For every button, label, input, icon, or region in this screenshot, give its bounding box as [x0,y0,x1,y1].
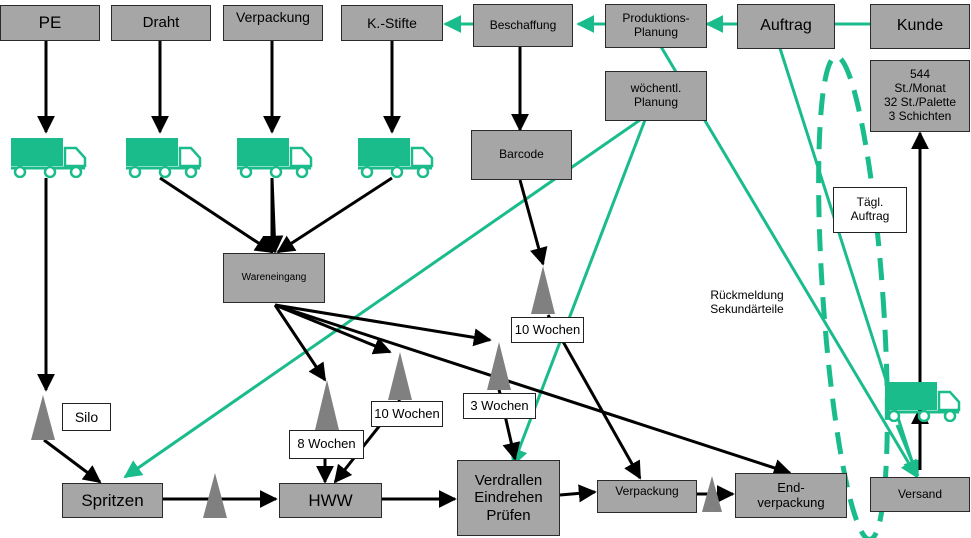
supplier-label: PE [38,13,62,33]
truck-icon [358,138,434,178]
supplier-pe[interactable]: PE [0,5,100,41]
endverpackung-box[interactable]: End- verpackung [735,473,847,518]
rueckmeldung-label: Rückmeldung Sekundärteile [700,288,794,317]
woechentl-planung-box[interactable]: wöchentl. Planung [605,71,707,121]
inventory-triangle-icon [31,395,55,440]
spritzen-label: Spritzen [81,490,144,510]
hww-label: HWW [308,490,353,510]
inventory-triangle-icon [487,342,511,390]
endverpackung-label: End- verpackung [757,479,825,510]
inventory-10-wochen-barcode-label: 10 Wochen [511,317,584,343]
supplier-label: K.-Stifte [367,14,417,31]
barcode-box[interactable]: Barcode [471,130,572,180]
truck-icon [885,382,961,422]
supplier-verpackung[interactable]: Verpackung [223,5,323,41]
beschaffung-box[interactable]: Beschaffung [473,4,573,47]
silo-label: Silo [62,403,111,431]
versand-box[interactable]: Versand [870,477,970,512]
verpackung-box[interactable]: Verpackung [597,480,697,513]
versand-label: Versand [897,486,943,501]
supplier-k-stifte[interactable]: K.-Stifte [341,5,443,41]
produktionsplanung-label: Produktions- Planung [622,11,690,39]
truck-icon [11,138,87,178]
supplier-label: Draht [142,14,180,32]
inventory-3-wochen-label: 3 Wochen [463,393,536,419]
truck-icon [126,138,202,178]
kunde-info-box: 544 St./Monat 32 St./Palette 3 Schichten [870,60,970,132]
inventory-8-wochen-label: 8 Wochen [289,430,364,459]
woechentl-planung-label: wöchentl. Planung [630,81,682,109]
beschaffung-label: Beschaffung [489,17,557,32]
inventory-triangle-icon [702,476,722,512]
supplier-draht[interactable]: Draht [111,5,211,41]
kunde-label: Kunde [896,17,944,35]
verdrallen-label: Verdrallen Eindrehen Prüfen [474,472,543,524]
auftrag-label: Auftrag [760,17,812,35]
wareneingang-label: Wareneingang [241,272,307,284]
auftrag-box[interactable]: Auftrag [737,4,835,49]
kunde-info-label: 544 St./Monat 32 St./Palette 3 Schichten [883,67,957,123]
inventory-triangle-icon [388,352,412,400]
verpackung-label: Verpackung [615,484,679,498]
verdrallen-box[interactable]: Verdrallen Eindrehen Prüfen [457,460,560,536]
produktionsplanung-box[interactable]: Produktions- Planung [605,4,707,48]
kunde-box[interactable]: Kunde [870,4,970,49]
inventory-triangle-icon [203,473,227,518]
taegl-auftrag-label: Tägl. Auftrag [833,187,907,233]
hww-box[interactable]: HWW [279,483,382,518]
spritzen-box[interactable]: Spritzen [62,483,163,518]
wareneingang-box[interactable]: Wareneingang [223,253,325,303]
inventory-triangle-icon [315,380,339,430]
inventory-triangle-icon [531,266,555,314]
truck-icon [237,138,313,178]
supplier-label: Verpackung [236,9,310,25]
barcode-label: Barcode [499,147,544,162]
inventory-10-wochen-label: 10 Wochen [371,401,443,427]
